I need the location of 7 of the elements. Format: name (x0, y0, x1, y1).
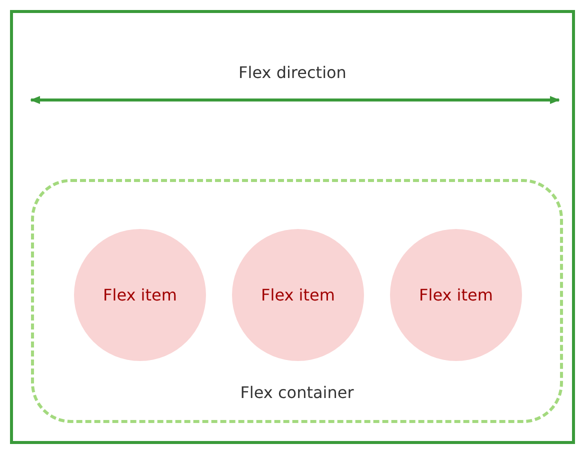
container-frame (10, 10, 575, 444)
item-label: Flex item (103, 286, 177, 304)
direction-label: Flex direction (238, 63, 346, 82)
container-label: Flex container (240, 383, 354, 402)
item-label: Flex item (419, 286, 493, 304)
flex-container-box (31, 179, 563, 423)
item-label: Flex item (261, 286, 335, 304)
